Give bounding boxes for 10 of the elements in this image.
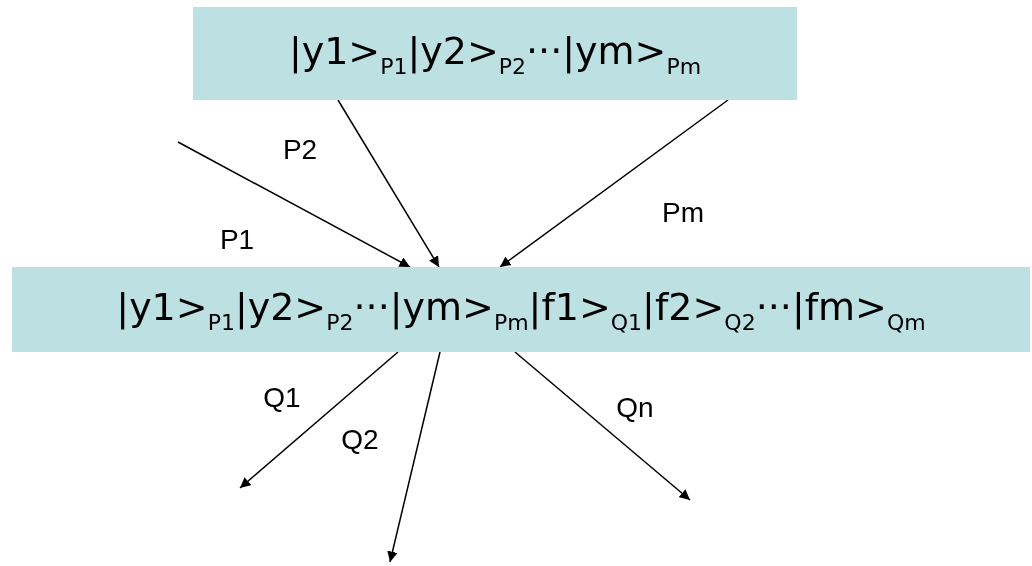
state-formula: |y1>$_{P1}$|y2>$_{P2}$···|ym>$_{Pm}$	[288, 28, 702, 79]
arrow	[514, 351, 691, 501]
arrow	[499, 99, 729, 268]
arrow	[239, 351, 399, 489]
state-box	[12, 267, 1030, 352]
arrow	[177, 141, 411, 268]
arrow	[337, 99, 440, 268]
state-formula: |y1>$_{P1}$|y2>$_{P2}$···|ym>$_{Pm}$|f1>$_{Q1}$|f2>$_{Q2}$···|fm>$_{Qm}$	[116, 284, 926, 335]
arrow	[387, 351, 441, 563]
state-box	[193, 7, 797, 100]
